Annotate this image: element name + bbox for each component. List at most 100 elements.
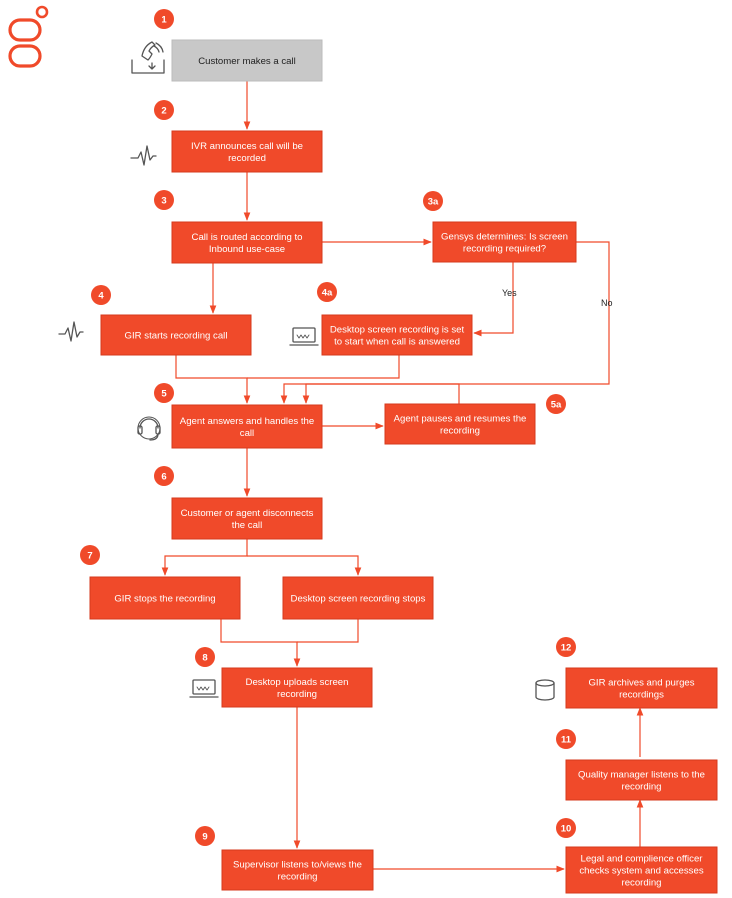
node-label-line: Agent answers and handles the [180, 416, 314, 427]
step-badge-circle [546, 394, 566, 414]
step-badge-circle [154, 9, 174, 29]
step-badge-number: 9 [202, 832, 207, 843]
step-badge-number: 3a [428, 197, 439, 208]
edge-6-to-7 [161, 539, 248, 576]
step-badge: 7 [80, 545, 100, 565]
step-badge-circle [154, 190, 174, 210]
database-icon [535, 679, 555, 701]
step-badge-number: 7 [87, 551, 92, 562]
step-badge-circle [423, 191, 443, 211]
node-box [171, 404, 323, 449]
step-badge-circle [556, 818, 576, 838]
node-n7b: Desktop screen recording stops [282, 576, 434, 620]
step-badge: 3a [423, 191, 443, 211]
step-badge-circle [154, 383, 174, 403]
headset-icon [137, 416, 161, 441]
step-badge-circle [91, 285, 111, 305]
node-label-line: Supervisor listens to/views the [233, 860, 362, 871]
node-box [432, 221, 577, 263]
node-box [89, 576, 241, 620]
step-badge-circle [154, 100, 174, 120]
flowchart-edges: Yes No [161, 81, 644, 873]
edge-7-to-8 [220, 619, 301, 667]
node-box [171, 221, 323, 264]
edge-6-to-7b [247, 555, 362, 576]
step-badge-circle [195, 647, 215, 667]
laptop-icon [189, 679, 219, 698]
node-label-line: recording [622, 782, 662, 793]
step-badge-number: 11 [561, 735, 572, 746]
step-badge: 12 [556, 637, 576, 657]
edge-7b-to-8 [297, 619, 359, 643]
node-label-line: recording [278, 872, 318, 883]
step-badge-circle [556, 637, 576, 657]
node-box [565, 759, 718, 801]
step-badge-circle [195, 826, 215, 846]
step-badge: 2 [154, 100, 174, 120]
step-badge: 5a [546, 394, 566, 414]
node-box [565, 667, 718, 709]
node-label-line: recording required? [463, 244, 546, 255]
node-box [100, 314, 252, 356]
node-label-line: Legal and complience officer [581, 854, 704, 865]
phone-touch-icon [131, 41, 165, 74]
node-box [171, 497, 323, 540]
node-label-line: Quality manager listens to the [578, 770, 705, 781]
step-badge: 1 [154, 9, 174, 29]
edge-4a-to-5 [247, 355, 400, 379]
step-badge-number: 12 [561, 643, 572, 654]
step-badge-number: 4a [322, 288, 333, 299]
edge-5a-to-5 [280, 383, 460, 404]
node-label-line: call [240, 428, 254, 439]
laptop-icon [289, 327, 319, 346]
step-badge-number: 2 [161, 106, 166, 117]
step-badge: 5 [154, 383, 174, 403]
node-label-line: recording [277, 689, 317, 700]
node-label-line: recording [440, 426, 480, 437]
step-badge: 6 [154, 466, 174, 486]
edge-label-no: No [601, 298, 613, 308]
step-badge-number: 3 [161, 196, 166, 207]
node-label-line: Inbound use-case [209, 244, 285, 255]
node-label-line: to start when call is answered [334, 337, 460, 348]
step-badge-circle [80, 545, 100, 565]
node-box [221, 667, 373, 708]
node-label-line: Gensys determines: Is screen [441, 232, 568, 243]
waveform-icon [58, 321, 84, 342]
step-badge: 4 [91, 285, 111, 305]
node-label-line: GIR stops the recording [114, 594, 215, 605]
node-box [384, 403, 536, 445]
node-label-line: Desktop screen recording is set [330, 325, 465, 336]
step-badge: 9 [195, 826, 215, 846]
node-box [171, 130, 323, 173]
node-label-line: Desktop uploads screen [246, 677, 349, 688]
step-badge: 10 [556, 818, 576, 838]
step-badge-number: 5a [551, 400, 562, 411]
node-label-line: Agent pauses and resumes the [394, 414, 527, 425]
node-label-line: Customer or agent disconnects [181, 508, 314, 519]
genesys-logo [8, 5, 49, 68]
step-badge-number: 1 [161, 15, 167, 26]
step-badge: 4a [317, 282, 337, 302]
step-badge-number: 6 [161, 472, 166, 483]
step-badge-number: 8 [202, 653, 207, 664]
node-label-line: the call [232, 520, 262, 531]
node-n7a: GIR stops the recording [89, 576, 241, 620]
edge-3a-no-to-5 [302, 241, 610, 404]
edge-label-yes: Yes [502, 288, 517, 298]
node-box [565, 846, 718, 894]
node-box [221, 849, 374, 891]
edge-4-to-5 [175, 355, 251, 404]
